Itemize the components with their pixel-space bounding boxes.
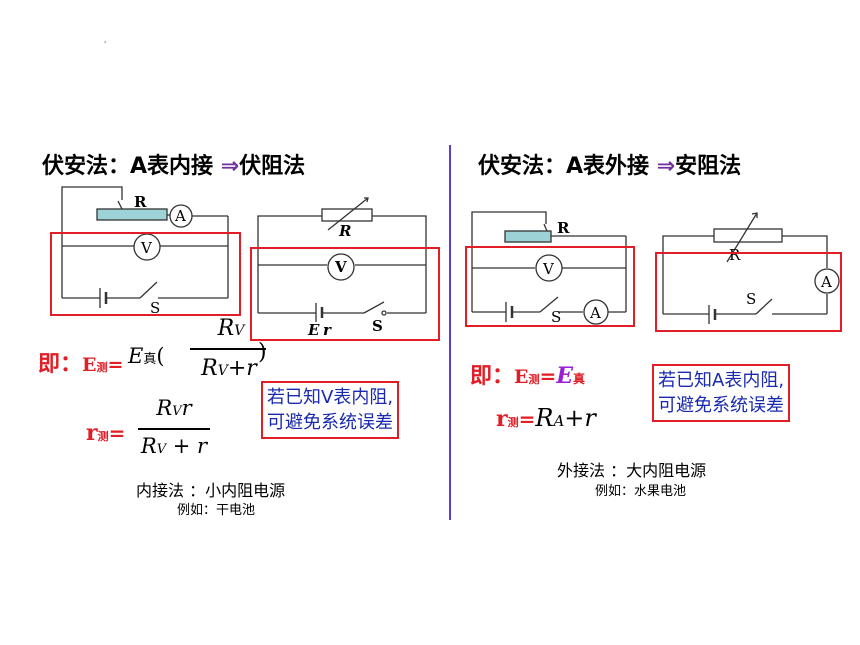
c1-S-label: S (150, 299, 160, 317)
c2-E-label: E (307, 321, 320, 339)
right-E-meas: E (514, 366, 529, 388)
left-E-formula: 即：E测= (38, 346, 123, 378)
left-frac2-bar (138, 428, 210, 430)
arrow-right-icon: ⇒ (220, 154, 240, 179)
left-paren-open: ( (156, 344, 165, 368)
right-E-true: E (556, 363, 574, 389)
left-frac1-den-sub: V (217, 363, 228, 379)
left-E-true: E真( (128, 344, 165, 368)
right-note-box: 若已知A表内阻, 可避免系统误差 (652, 364, 791, 422)
left-r-label: r测= (86, 420, 125, 446)
right-heading-text: 伏安法：A表外接 (478, 154, 650, 179)
left-frac1-denominator: RV+r (188, 356, 270, 381)
c1-A-label: A (174, 207, 186, 225)
left-method-line: 内接法 ：小内阻电源 (136, 481, 286, 500)
left-note-line1: 若已知V表内阻, (267, 387, 394, 408)
left-E-meas: E (82, 354, 97, 376)
right-E-meas-sub: 测 (528, 373, 540, 386)
left-frac2-num-sub: V (172, 404, 182, 419)
right-note-line1: 若已知A表内阻, (658, 370, 785, 391)
left-r-symbol: r (86, 420, 98, 446)
left-frac1-bar (190, 348, 266, 350)
left-E-true-symbol: E (128, 344, 144, 368)
c4-R-label: R (729, 246, 741, 264)
right-r-sub: 测 (507, 416, 519, 429)
left-frac2-num-R: R (156, 396, 173, 420)
left-paren-close: ) (258, 340, 267, 365)
right-example-line: 例如：水果电池 (595, 484, 687, 499)
c4-A-label: A (820, 273, 832, 291)
right-r-formula: r测=RA+r (496, 404, 596, 432)
left-E-true-sub: 真 (143, 352, 157, 367)
arrow-right-icon: ⇒ (656, 154, 676, 179)
right-r-expr-R: R (535, 404, 554, 432)
right-r-equals: = (518, 407, 536, 431)
c2-R-label: R (338, 222, 351, 240)
left-frac1-numerator: RV (196, 316, 266, 341)
left-note-line2: 可避免系统误差 (267, 412, 393, 433)
right-E-true-sub: 真 (573, 372, 586, 386)
highlight-box-voltmeter-branch (50, 232, 241, 316)
left-frac1-num-R: R (217, 316, 235, 341)
c3-R-label: R (557, 219, 570, 237)
right-E-formula: 即：E测=E真 (470, 358, 585, 390)
right-r-symbol: r (496, 406, 508, 432)
right-formula-prefix: 即： (470, 364, 515, 389)
left-r-sub: 测 (97, 430, 109, 443)
left-frac2-num-tail: r (181, 396, 192, 420)
left-formula-prefix: 即： (38, 352, 83, 377)
column-divider (449, 145, 451, 520)
right-note-line2: 可避免系统误差 (658, 395, 784, 416)
right-method-line: 外接法 ：大内阻电源 (557, 461, 707, 480)
left-frac2-denominator: RV + r (136, 434, 212, 458)
left-frac1-den-tail: +r (227, 356, 257, 381)
left-note-box: 若已知V表内阻, 可避免系统误差 (261, 381, 400, 439)
c3-A-label: A (589, 304, 601, 322)
left-equals: = (107, 354, 124, 376)
top-mark: ' (104, 40, 107, 49)
left-heading: 伏安法：A表内接 ⇒伏阻法 (42, 148, 305, 180)
left-frac2-numerator: RVr (140, 396, 208, 420)
left-r-equals: = (108, 421, 126, 445)
left-example-line: 例如：干电池 (177, 503, 256, 518)
c1-R-label: R (134, 193, 147, 211)
right-r-expr-sub: A (553, 412, 565, 430)
c2-r-label: r (323, 321, 332, 339)
c3-S-label: S (551, 308, 561, 326)
right-r-expr-tail: +r (564, 404, 596, 432)
highlight-box-volt-resistance (250, 247, 440, 341)
c3-V-label: V (542, 260, 555, 278)
c2-V-label: V (334, 258, 347, 276)
left-frac1-den-R: R (201, 356, 218, 381)
left-heading-text: 伏安法：A表内接 (42, 154, 214, 179)
c4-S-label: S (746, 290, 756, 308)
right-heading-method: 安阻法 (675, 154, 742, 179)
left-frac2-den-sub: V (156, 442, 167, 457)
left-frac2-den-tail: + r (166, 434, 208, 458)
left-heading-method: 伏阻法 (239, 154, 306, 179)
c1-V-label: V (140, 239, 153, 257)
right-equals: = (539, 364, 557, 388)
highlight-box-ammeter-branch (465, 246, 635, 327)
right-heading: 伏安法：A表外接 ⇒安阻法 (478, 148, 741, 180)
highlight-box-amp-resistance (655, 252, 842, 332)
left-frac1-num-sub: V (234, 323, 245, 339)
left-frac2-den-R: R (140, 434, 157, 458)
left-E-meas-sub: 测 (96, 361, 108, 374)
c2-S-label: S (372, 317, 383, 335)
